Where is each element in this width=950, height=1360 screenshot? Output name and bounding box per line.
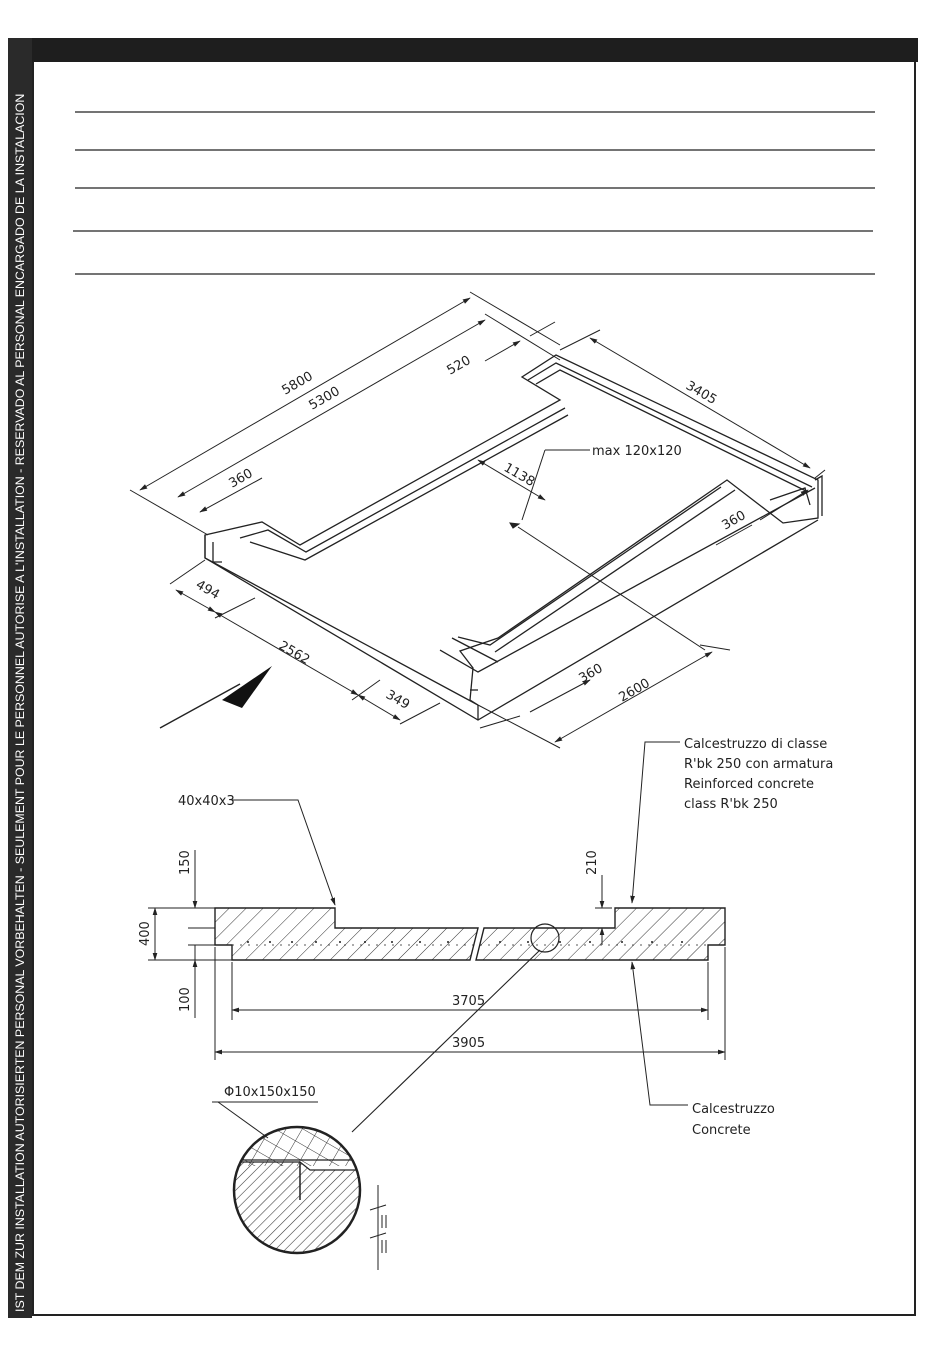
hole-label: max 120x120	[592, 444, 682, 459]
iso-dimensions	[129, 291, 826, 749]
header-rules	[73, 111, 875, 275]
concrete-label-line-2: Concrete	[692, 1123, 751, 1138]
dim-494: 494	[193, 577, 222, 602]
dim-5800: 5800	[280, 369, 316, 399]
angle-label: 40x40x3	[178, 794, 235, 809]
dim-150: 150	[178, 850, 193, 875]
dim-349: 349	[383, 687, 412, 712]
dim-360-bottom: 360	[577, 661, 606, 686]
dim-2600: 2600	[617, 676, 653, 706]
dim-520: 520	[445, 353, 474, 378]
mesh-label: Φ10x150x150	[224, 1085, 316, 1100]
dim-360-top: 360	[227, 466, 256, 491]
concrete-label-line-1: Calcestruzzo	[692, 1102, 775, 1117]
page-frame	[32, 62, 916, 1316]
section-dimensions	[148, 741, 726, 1106]
dim-210: 210	[585, 850, 600, 875]
dim-3905: 3905	[452, 1036, 485, 1051]
reinforced-label-line-1: Calcestruzzo di classe	[684, 737, 827, 752]
dim-2562: 2562	[276, 638, 312, 668]
reinforced-label-line-4: class R'bk 250	[684, 797, 778, 812]
sidebar-band: IST DEM ZUR INSTALLATION AUTORISIERTEN P…	[8, 38, 32, 1318]
dim-100: 100	[178, 987, 193, 1012]
reinforced-label-line-2: R'bk 250 con armatura	[684, 757, 833, 772]
view-direction-arrow	[159, 666, 272, 729]
dim-3705: 3705	[452, 994, 485, 1009]
section-labels: 40x40x3 150 400 100 210 3705 3905 Calces…	[138, 737, 833, 1138]
dim-5300: 5300	[307, 384, 343, 414]
detail-circle	[212, 1101, 387, 1270]
dim-1138: 1138	[501, 460, 537, 490]
reinforced-label-line-3: Reinforced concrete	[684, 777, 814, 792]
top-band	[32, 38, 918, 62]
dim-400: 400	[138, 921, 153, 946]
